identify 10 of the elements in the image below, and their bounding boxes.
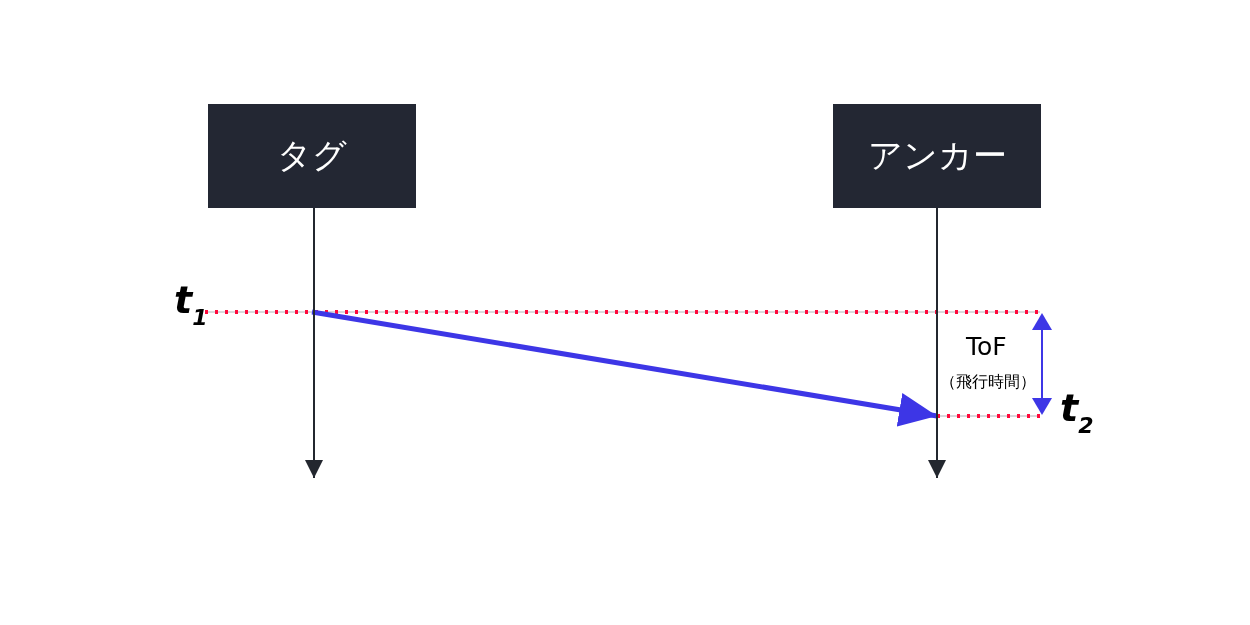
measure-note: （飛行時間） — [940, 372, 1036, 393]
participant-label: アンカー — [867, 134, 1007, 177]
lifeline-box — [833, 104, 1041, 208]
lifeline-arrow — [928, 207, 946, 479]
time-label: t$_{2}$ — [1060, 386, 1094, 438]
time-label: t$_{1}$ — [174, 278, 208, 330]
measure-label: ToF — [966, 332, 1007, 361]
lifeline-box — [208, 104, 416, 208]
participant-label: タグ — [277, 134, 347, 177]
lifeline-arrow — [305, 207, 323, 479]
